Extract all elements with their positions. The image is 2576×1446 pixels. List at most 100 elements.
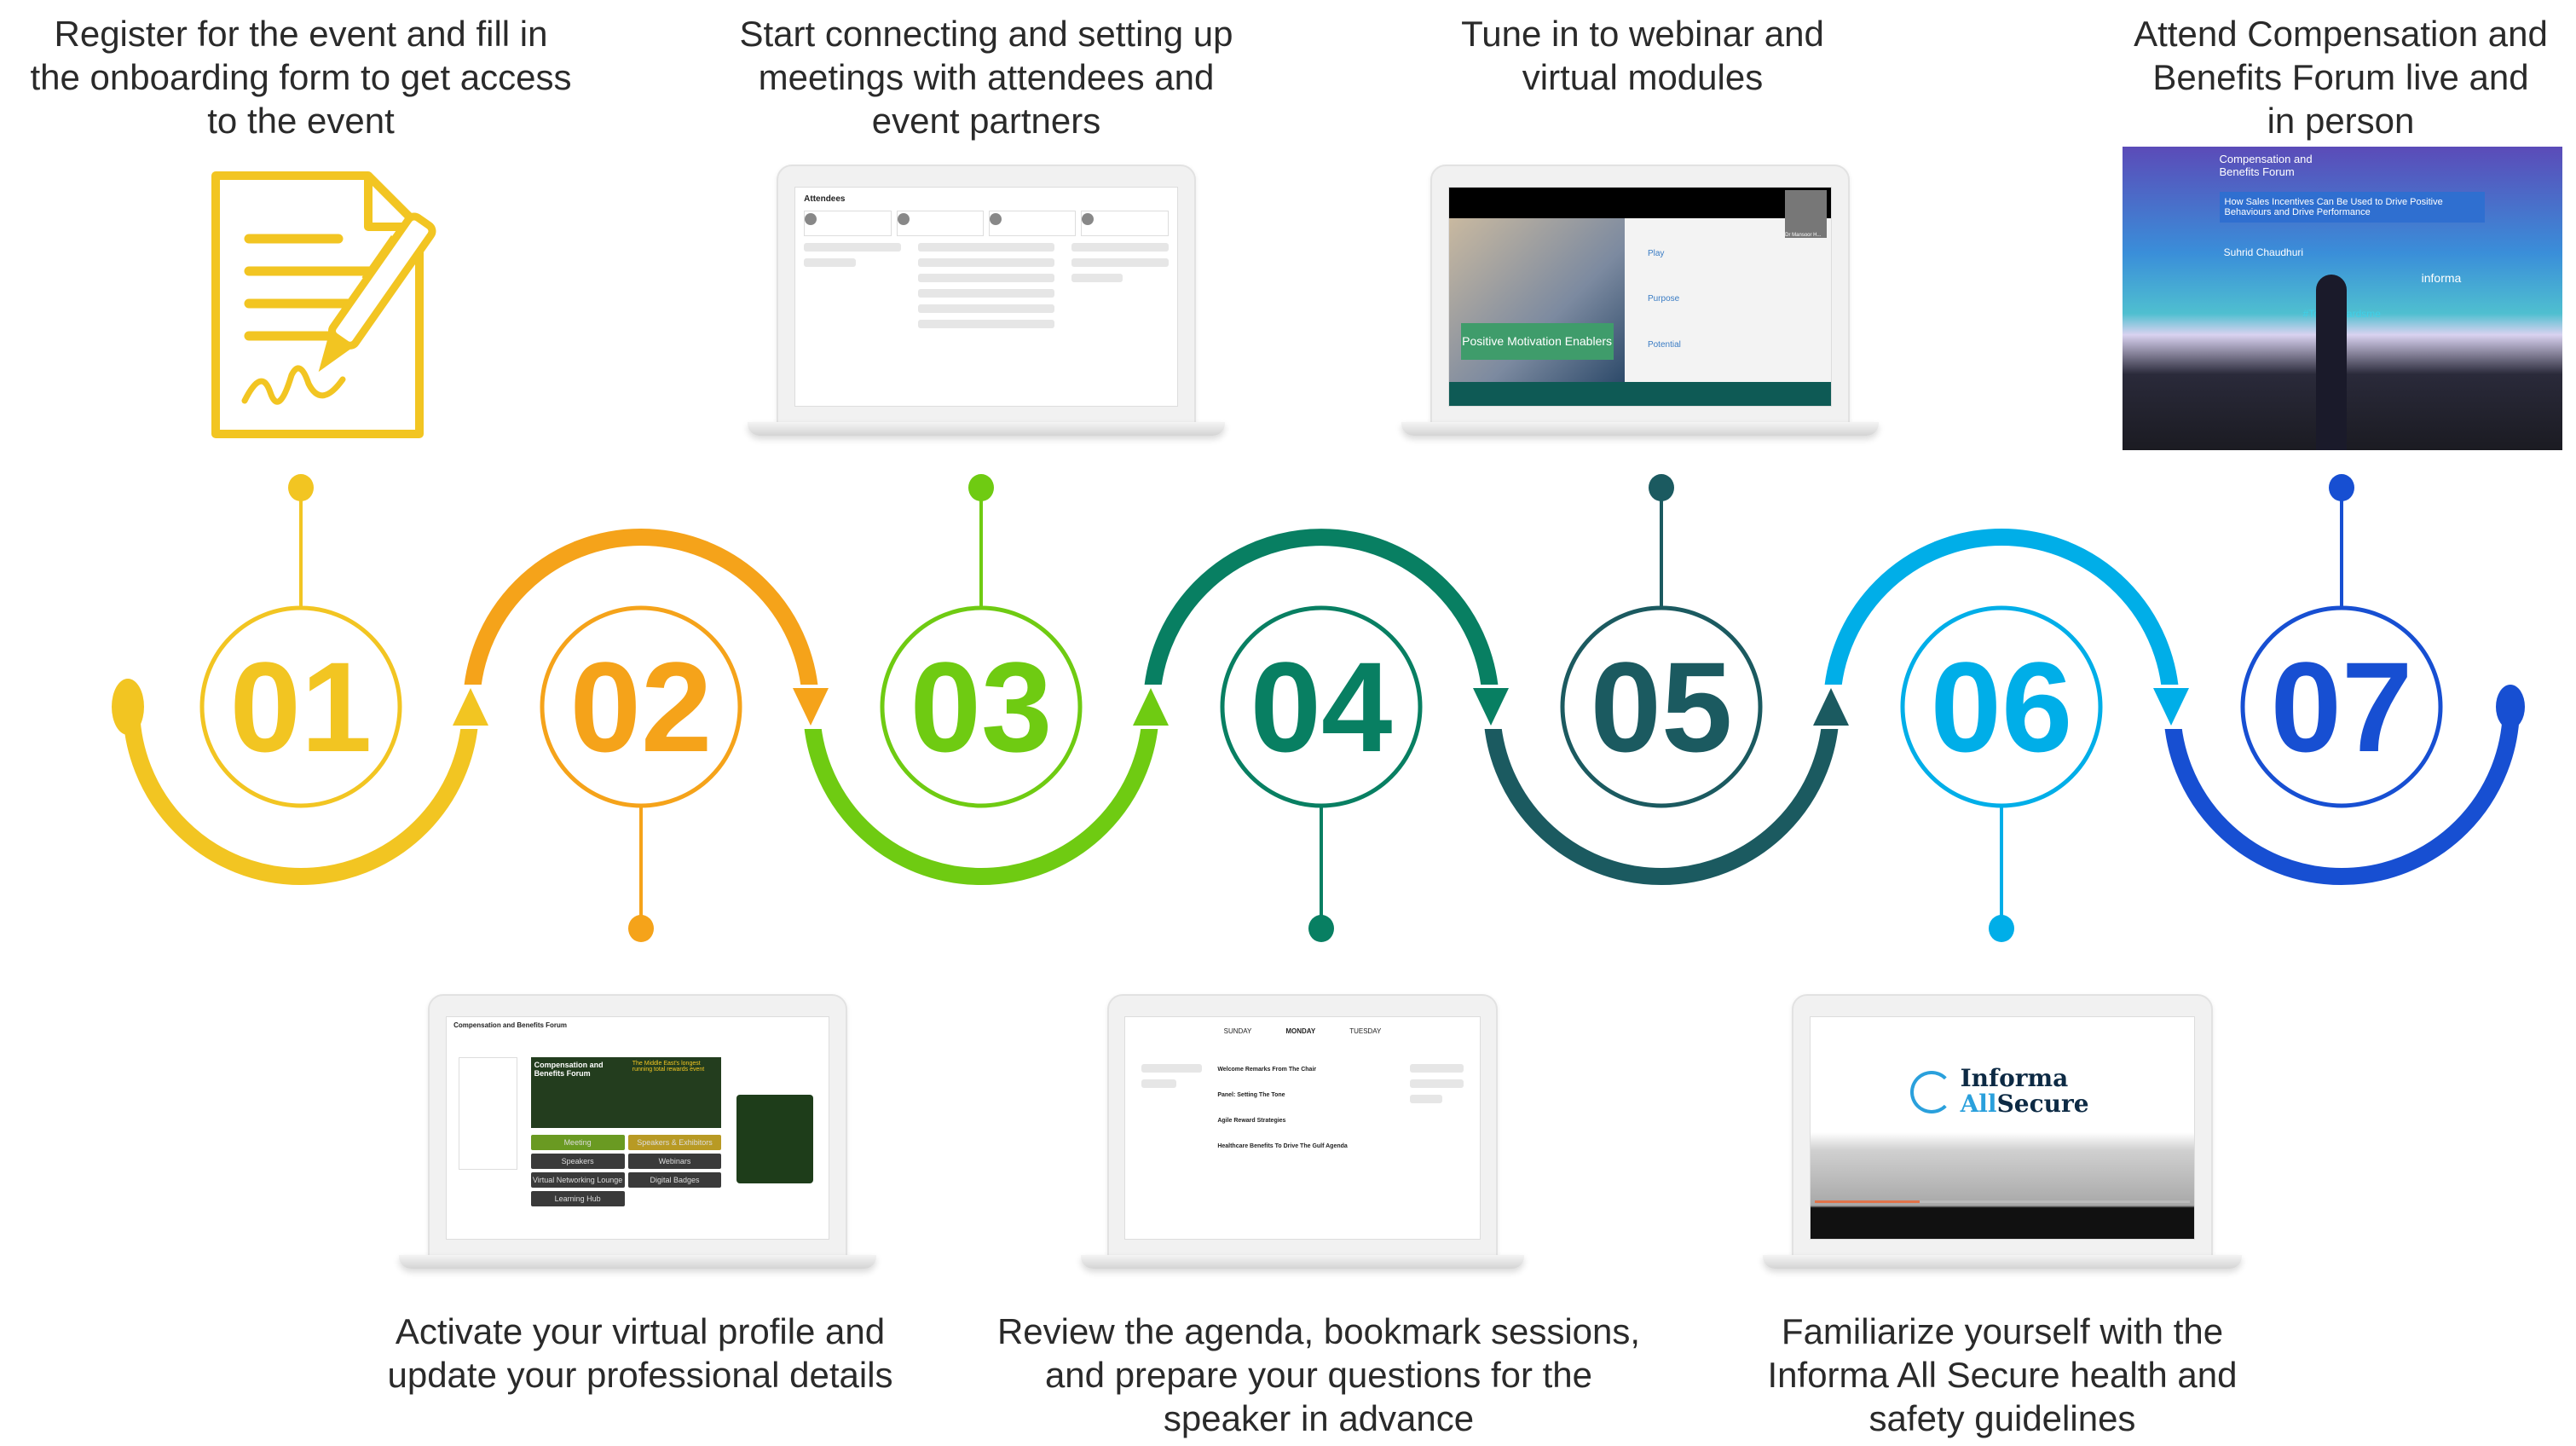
tile[interactable]: Speakers — [530, 1153, 625, 1169]
step-01-pin-dot — [288, 474, 314, 501]
caption-line: update your professional details — [387, 1355, 893, 1395]
step-06-pin-dot — [1989, 915, 2014, 942]
meetings-laptop: Attendees — [748, 165, 1225, 436]
caption-line: Register for the event and fill in — [54, 14, 548, 54]
profile-header: Compensation and Benefits Forum — [453, 1021, 568, 1030]
laptop-lid: SUNDAY MONDAY TUESDAY Welcome Remarks Fr… — [1107, 994, 1498, 1257]
session-item[interactable]: Welcome Remarks From The Chair — [1217, 1067, 1317, 1073]
laptop-base — [399, 1255, 876, 1269]
caption-line: meetings with attendees and — [758, 57, 1215, 97]
caption-line: the onboarding form to get access — [30, 57, 572, 97]
arc-01 — [123, 706, 479, 885]
item-purpose: Purpose — [1647, 294, 1680, 304]
step-01-number: 01 — [230, 635, 373, 778]
caption-line: Tune in to webinar and — [1461, 14, 1824, 54]
photo-speaker: Suhrid Chaudhuri — [2223, 246, 2304, 259]
arc-05 — [1483, 706, 1840, 885]
arrow-down-icon — [2153, 688, 2189, 726]
logo-word-all: All — [1960, 1090, 1997, 1119]
motivation-panel: Positive Motivation Enablers — [1460, 322, 1614, 361]
laptop-base — [1763, 1255, 2242, 1269]
day-tab[interactable]: SUNDAY — [1223, 1027, 1252, 1036]
tile[interactable]: Webinars — [627, 1153, 722, 1169]
forum-event-photo: Compensation and Benefits Forum How Sale… — [2123, 147, 2562, 450]
arc-06 — [1823, 529, 2180, 708]
start-dot — [112, 679, 144, 735]
item-potential: Potential — [1647, 340, 1681, 350]
caption-line: Familiarize yourself with the — [1781, 1311, 2224, 1351]
arc-04 — [1143, 529, 1499, 708]
step-06-number: 06 — [1931, 635, 2073, 778]
arrow-down-icon — [793, 688, 829, 726]
caption-line: Benefits Forum live and — [2152, 57, 2529, 97]
caption-line: virtual modules — [1522, 57, 1764, 97]
step-02-pin-dot — [628, 915, 654, 942]
caption-line: Attend Compensation and — [2134, 14, 2548, 54]
step-04-pin-dot — [1308, 915, 1334, 942]
meetings-screen: Attendees — [794, 187, 1178, 407]
caption-line: to the event — [207, 101, 395, 141]
webinar-laptop: Positive Motivation Enablers Dr Mansoor … — [1401, 165, 1879, 436]
laptop-lid: Informa AllSecure — [1791, 994, 2214, 1257]
caption-line: Review the agenda, bookmark sessions, — [996, 1311, 1641, 1351]
laptop-base — [748, 422, 1225, 436]
tile[interactable]: Digital Badges — [627, 1171, 722, 1188]
session-item[interactable]: Healthcare Benefits To Drive The Gulf Ag… — [1217, 1143, 1348, 1149]
step-03-number: 03 — [910, 635, 1053, 778]
day-tab[interactable]: MONDAY — [1285, 1027, 1316, 1036]
video-progress[interactable] — [1814, 1200, 1920, 1204]
tile[interactable]: Meeting — [530, 1134, 625, 1150]
session-item[interactable]: Agile Reward Strategies — [1217, 1118, 1286, 1124]
tile[interactable]: Virtual Networking Lounge — [530, 1171, 625, 1188]
logo-word-informa: Informa — [1960, 1064, 2069, 1093]
laptop-lid: Attendees — [776, 165, 1197, 424]
caption-line: Activate your virtual profile and — [395, 1311, 886, 1351]
speaker-thumbnail: Dr Mansoor H... — [1785, 189, 1828, 238]
caption-line: Informa All Secure health and — [1767, 1355, 2238, 1395]
banner-subtitle: The Middle East's longest running total … — [632, 1061, 705, 1073]
caption-line: safety guidelines — [1868, 1398, 2136, 1438]
banner-title: Compensation and Benefits Forum — [534, 1061, 604, 1078]
step-05-number: 05 — [1591, 635, 1733, 778]
tile[interactable]: Learning Hub — [530, 1190, 625, 1206]
arrow-up-icon — [1813, 688, 1849, 726]
step-04-caption: Review the agenda, bookmark sessions,and… — [997, 1310, 1640, 1440]
caption-line: Start connecting and setting up — [739, 14, 1233, 54]
tile[interactable]: Speakers & Exhibitors — [627, 1134, 722, 1150]
agenda-screen: SUNDAY MONDAY TUESDAY Welcome Remarks Fr… — [1124, 1016, 1481, 1240]
photo-brand: informa — [2421, 270, 2462, 285]
arrow-up-icon — [1133, 688, 1169, 726]
laptop-base — [1081, 1255, 1524, 1269]
session-item[interactable]: Panel: Setting The Tone — [1217, 1092, 1285, 1098]
caption-line: speaker in advance — [1163, 1398, 1475, 1438]
webinar-screen: Positive Motivation Enablers Dr Mansoor … — [1448, 187, 1832, 407]
step-03-pin-dot — [968, 474, 994, 501]
laptop-base — [1401, 422, 1879, 436]
attendees-title: Attendees — [804, 194, 846, 204]
arc-02 — [463, 529, 819, 708]
arrow-up-icon — [453, 688, 488, 726]
laptop-lid: Compensation and Benefits Forum Compensa… — [427, 994, 848, 1257]
shield-check-icon — [1910, 1070, 1954, 1113]
laptop-lid: Positive Motivation Enablers Dr Mansoor … — [1430, 165, 1851, 424]
step-07-pin-dot — [2329, 474, 2354, 501]
caption-line: and prepare your questions for the — [1044, 1355, 1593, 1395]
allsecure-laptop: Informa AllSecure — [1763, 994, 2242, 1269]
document-signing-icon — [211, 171, 436, 438]
allsecure-video[interactable]: Informa AllSecure — [1810, 1016, 2195, 1240]
end-dot — [2496, 685, 2525, 729]
caption-line: event partners — [871, 101, 1101, 141]
arc-03 — [803, 706, 1159, 885]
day-tab[interactable]: TUESDAY — [1349, 1027, 1382, 1036]
arc-07 — [2163, 706, 2520, 885]
step-04-number: 04 — [1250, 635, 1393, 778]
caption-line: in person — [2267, 101, 2415, 141]
profile-screen: Compensation and Benefits Forum Compensa… — [446, 1016, 829, 1240]
